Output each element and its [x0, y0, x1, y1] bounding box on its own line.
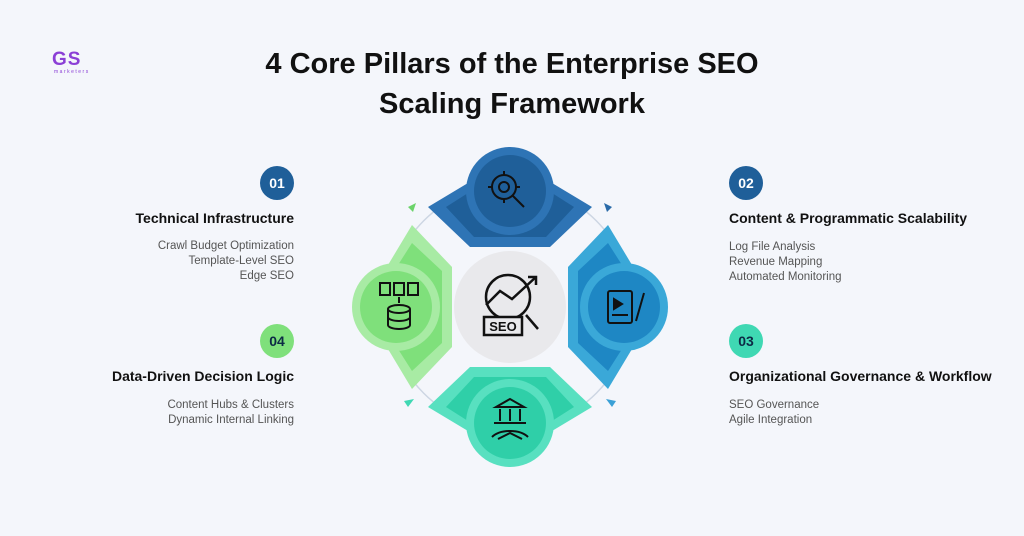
pillar-03-heading: Organizational Governance & Workflow	[729, 368, 992, 384]
pillar-segment-top	[428, 147, 592, 247]
pillar-03-item: SEO Governance	[729, 399, 820, 411]
pillars-diagram: SEO	[352, 147, 668, 467]
pillar-02-item: Log File Analysis	[729, 241, 816, 253]
pillar-04-heading: Data-Driven Decision Logic	[111, 368, 294, 384]
bank-handshake-icon	[491, 397, 529, 440]
pillar-01-items: Crawl Budget Optimization Template-Level…	[158, 239, 294, 284]
logo-subtitle: marketers	[54, 69, 90, 75]
pillar-01-item: Crawl Budget Optimization	[157, 240, 294, 252]
pillar-04-items: Content Hubs & Clusters Dynamic Internal…	[167, 398, 294, 428]
pillar-02-heading: Content & Programmatic Scalability	[729, 210, 968, 226]
video-document-icon	[607, 290, 645, 324]
ring-arrow-topright	[604, 203, 612, 212]
pillar-02-item: Automated Monitoring	[729, 271, 842, 283]
logo-mark: GS	[52, 49, 82, 70]
pillar-01-item: Edge SEO	[239, 270, 294, 282]
pillar-03-item: Agile Integration	[729, 414, 813, 426]
pillar-segment-left	[352, 225, 452, 389]
pillar-04-item: Content Hubs & Clusters	[167, 399, 294, 411]
pillar-02-item: Revenue Mapping	[729, 256, 823, 268]
pillar-03-badge: 03	[729, 324, 763, 358]
page-title: 4 Core Pillars of the Enterprise SEO Sca…	[180, 44, 844, 124]
pillar-02-badge: 02	[729, 166, 763, 200]
pillar-02-items: Log File Analysis Revenue Mapping Automa…	[729, 240, 842, 285]
seo-chart-icon	[482, 273, 539, 337]
title-line-1: 4 Core Pillars of the Enterprise SEO	[265, 48, 759, 80]
ring-arrow-topleft	[408, 203, 416, 212]
pillar-segment-right	[568, 225, 668, 389]
logo: GS marketers	[52, 49, 116, 75]
center-seo-label: SEO	[489, 319, 516, 334]
database-documents-icon	[379, 282, 419, 330]
pillar-04-item: Dynamic Internal Linking	[168, 414, 294, 426]
ring-arrow-bottomright	[606, 399, 616, 407]
pillar-04-badge: 04	[260, 324, 294, 358]
title-line-2: Scaling Framework	[379, 88, 645, 120]
pillar-01-item: Template-Level SEO	[188, 255, 294, 267]
gear-magnifier-icon	[488, 171, 525, 208]
ring-arrow-bottomleft	[404, 399, 414, 407]
pillar-01-badge: 01	[260, 166, 294, 200]
pillar-01-heading: Technical Infrastructure	[135, 210, 294, 226]
center-circle	[454, 251, 566, 363]
pillar-03-items: SEO Governance Agile Integration	[729, 398, 819, 428]
